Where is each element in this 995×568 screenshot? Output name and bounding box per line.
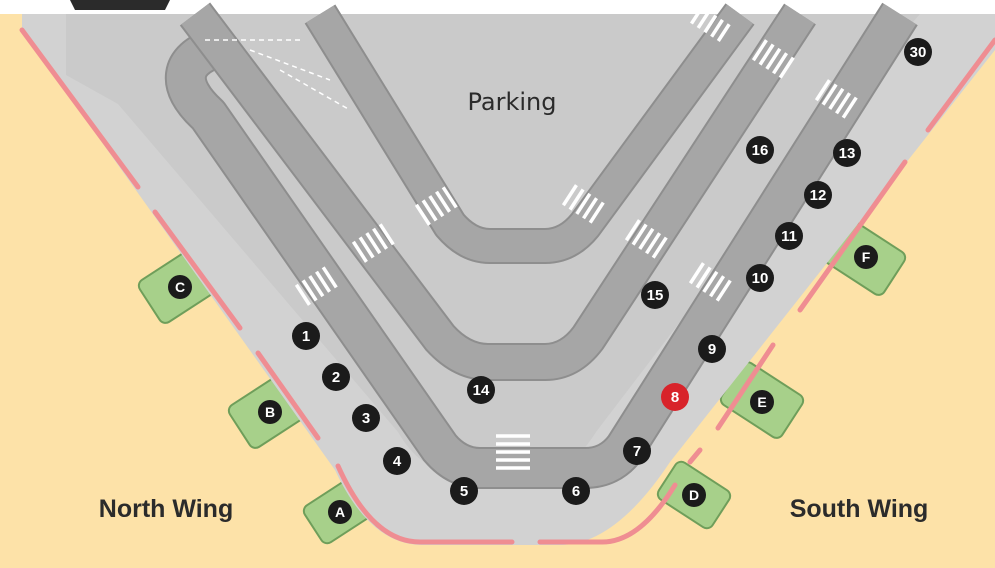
gate-labels: C B A D E F bbox=[168, 245, 878, 524]
svg-text:E: E bbox=[757, 394, 766, 410]
svg-text:D: D bbox=[689, 487, 699, 503]
stop-marker-1[interactable]: 1 bbox=[292, 322, 320, 350]
svg-text:12: 12 bbox=[810, 187, 827, 204]
gate-label-f[interactable]: F bbox=[854, 245, 878, 269]
curb-lines bbox=[19, 27, 995, 545]
crosswalk bbox=[688, 262, 732, 302]
gate-label-e[interactable]: E bbox=[750, 390, 774, 414]
road-lanes bbox=[164, 2, 918, 489]
stop-marker-7[interactable]: 7 bbox=[623, 437, 651, 465]
svg-text:16: 16 bbox=[752, 142, 769, 159]
gate-label-a[interactable]: A bbox=[328, 500, 352, 524]
svg-text:9: 9 bbox=[708, 341, 716, 358]
svg-text:6: 6 bbox=[572, 483, 580, 500]
svg-text:10: 10 bbox=[752, 270, 769, 287]
stop-markers: 1 2 3 4 5 6 7 8 bbox=[292, 38, 932, 505]
svg-text:7: 7 bbox=[633, 443, 641, 460]
svg-text:F: F bbox=[862, 249, 871, 265]
stop-marker-9[interactable]: 9 bbox=[698, 335, 726, 363]
svg-text:2: 2 bbox=[332, 369, 340, 386]
crosswalks bbox=[294, 5, 858, 470]
stop-marker-8-highlighted[interactable]: 8 bbox=[661, 383, 689, 411]
svg-text:B: B bbox=[265, 404, 275, 420]
stop-marker-3[interactable]: 3 bbox=[352, 404, 380, 432]
svg-text:11: 11 bbox=[781, 228, 797, 245]
stop-marker-6[interactable]: 6 bbox=[562, 477, 590, 505]
crosswalk bbox=[814, 79, 858, 119]
gate-label-b[interactable]: B bbox=[258, 400, 282, 424]
lane-dashes bbox=[205, 39, 351, 111]
stop-marker-12[interactable]: 12 bbox=[804, 181, 832, 209]
svg-text:1: 1 bbox=[302, 328, 310, 345]
parking-label: Parking bbox=[468, 88, 557, 116]
gate-label-c[interactable]: C bbox=[168, 275, 192, 299]
top-strip bbox=[0, 0, 995, 14]
crosswalk bbox=[561, 184, 605, 224]
stop-marker-11[interactable]: 11 bbox=[775, 222, 803, 250]
crosswalk bbox=[689, 5, 731, 42]
stop-marker-15[interactable]: 15 bbox=[641, 281, 669, 309]
svg-text:4: 4 bbox=[393, 453, 402, 470]
stop-marker-2[interactable]: 2 bbox=[322, 363, 350, 391]
crosswalk bbox=[751, 39, 795, 79]
gate-label-d[interactable]: D bbox=[682, 483, 706, 507]
stop-marker-5[interactable]: 5 bbox=[450, 477, 478, 505]
crosswalk bbox=[414, 186, 458, 226]
svg-text:C: C bbox=[175, 279, 185, 295]
svg-text:14: 14 bbox=[473, 382, 490, 399]
crosswalk bbox=[496, 434, 530, 470]
svg-text:3: 3 bbox=[362, 410, 370, 427]
svg-text:A: A bbox=[335, 504, 345, 520]
stop-marker-4[interactable]: 4 bbox=[383, 447, 411, 475]
crosswalk bbox=[624, 219, 668, 259]
south-wing-label: South Wing bbox=[790, 495, 929, 523]
stop-marker-30[interactable]: 30 bbox=[904, 38, 932, 66]
svg-text:5: 5 bbox=[460, 483, 468, 500]
crosswalk bbox=[294, 266, 338, 306]
svg-text:30: 30 bbox=[910, 44, 927, 61]
north-wing-label: North Wing bbox=[99, 495, 233, 523]
svg-text:13: 13 bbox=[839, 145, 856, 162]
stop-marker-14[interactable]: 14 bbox=[467, 376, 495, 404]
svg-text:8: 8 bbox=[671, 389, 679, 406]
stop-marker-10[interactable]: 10 bbox=[746, 264, 774, 292]
top-stub bbox=[70, 0, 170, 10]
crosswalk bbox=[351, 223, 395, 263]
stop-marker-13[interactable]: 13 bbox=[833, 139, 861, 167]
svg-text:15: 15 bbox=[647, 287, 664, 304]
stop-marker-16[interactable]: 16 bbox=[746, 136, 774, 164]
